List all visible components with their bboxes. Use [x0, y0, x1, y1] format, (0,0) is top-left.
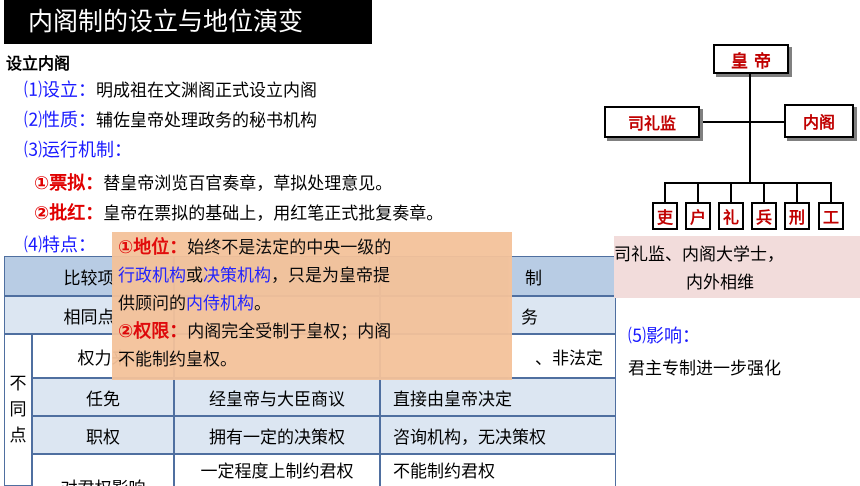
table-cell: 拥有一定的决策权: [174, 416, 380, 454]
table-cell: 不能制约君权: [380, 454, 616, 486]
ministry-box: 工: [818, 202, 844, 230]
table-cell: 直接由皇帝决定: [380, 378, 616, 416]
overlay-text: 始终不是法定的中央一级的: [187, 238, 392, 258]
table-cell: 一定程度上制约君权: [174, 454, 380, 486]
note-line-2: 内外相维: [686, 273, 754, 293]
sub-item-piaoni: ①票拟：替皇帝浏览百官奏章，草拟处理意见。: [34, 169, 392, 195]
note-line-1: 司礼监、内阁大学士，: [614, 245, 784, 265]
overlay-text: 内阁完全受制于皇权；内阁: [187, 322, 392, 342]
overlay-text: 。: [254, 294, 271, 314]
table-row-label: 职权: [32, 416, 174, 454]
table-row-label: 任免: [32, 378, 174, 416]
overlay-text: 或: [186, 266, 203, 286]
sub-item-text: 替皇帝浏览百官奏章，草拟处理意见。: [103, 174, 393, 194]
influence-label: ⑸影响：: [628, 326, 700, 347]
section-heading: 设立内阁: [6, 54, 71, 73]
connector-line: [749, 74, 751, 182]
side-char: 同: [9, 400, 27, 420]
item-establish: ⑴设立：明成祖在文渊阁正式设立内阁: [24, 76, 317, 102]
neige-box: 内阁: [784, 104, 854, 138]
sub-item-text: 皇帝在票拟的基础上，用红笔正式批复奏章。: [103, 204, 444, 224]
overlay-line: ①地位：始终不是法定的中央一级的: [118, 234, 504, 262]
page-title: 内阁制的设立与地位演变: [4, 0, 372, 44]
overlay-keyword: 行政机构: [118, 266, 186, 286]
item-features: ⑷特点：: [24, 231, 96, 257]
item-label: ⑷特点：: [24, 235, 96, 256]
side-char: 点: [9, 426, 27, 446]
ministry-box: 吏: [652, 202, 678, 230]
overlay-line: ②权限：内阁完全受制于皇权；内阁: [118, 318, 504, 346]
item-label: ⑴设立：: [24, 80, 96, 101]
note-box: [614, 236, 860, 298]
ministry-box: 兵: [751, 202, 777, 230]
table-cell: 咨询机构，无决策权: [380, 416, 616, 454]
influence-text: 君主专制进一步强化: [628, 359, 781, 379]
silijian-box: 司礼监: [604, 106, 700, 138]
table-side-label: 不 同 点: [4, 334, 32, 486]
overlay-line: 行政机构或决策机构，只是为皇帝提: [118, 262, 504, 290]
overlay-label: ②权限：: [118, 321, 188, 342]
table-row-label: 对君权影响: [32, 472, 174, 486]
connector-line: [763, 182, 765, 202]
item-mechanism: ⑶运行机制：: [24, 136, 132, 162]
overlay-line: 不能制约皇权。: [118, 346, 504, 374]
table-cell: 经皇帝与大臣商议: [174, 378, 380, 416]
item-label: ⑵性质：: [24, 110, 96, 131]
sub-item-label: ①票拟：: [34, 173, 104, 194]
connector-line: [664, 182, 666, 202]
overlay-line: 供顾问的内侍机构。: [118, 290, 504, 318]
feature-overlay-note: ①地位：始终不是法定的中央一级的 行政机构或决策机构，只是为皇帝提 供顾问的内侍…: [112, 232, 512, 380]
item-label: ⑶运行机制：: [24, 140, 132, 161]
overlay-text: 不能制约皇权。: [118, 350, 237, 370]
overlay-label: ①地位：: [118, 237, 188, 258]
item-nature: ⑵性质：辅佐皇帝处理政务的秘书机构: [24, 106, 317, 132]
ministry-box: 礼: [718, 202, 744, 230]
ministry-box: 刑: [784, 202, 810, 230]
item-text: 辅佐皇帝处理政务的秘书机构: [96, 111, 317, 131]
emperor-box: 皇 帝: [713, 44, 789, 74]
connector-line: [664, 182, 832, 184]
sub-item-label: ②批红：: [34, 203, 104, 224]
overlay-keyword: 内侍机构: [186, 294, 254, 314]
connector-line: [830, 182, 832, 202]
overlay-keyword: 决策机构: [203, 266, 271, 286]
ministry-box: 户: [685, 202, 711, 230]
connector-line: [730, 182, 732, 202]
overlay-text: ，只是为皇帝提: [271, 266, 390, 286]
item-text: 明成祖在文渊阁正式设立内阁: [96, 81, 317, 101]
sub-item-pihong: ②批红：皇帝在票拟的基础上，用红笔正式批复奏章。: [34, 199, 443, 225]
connector-line: [700, 121, 784, 123]
overlay-text: 供顾问的: [118, 294, 186, 314]
connector-line: [697, 182, 699, 202]
side-char: 不: [9, 374, 27, 394]
connector-line: [796, 182, 798, 202]
